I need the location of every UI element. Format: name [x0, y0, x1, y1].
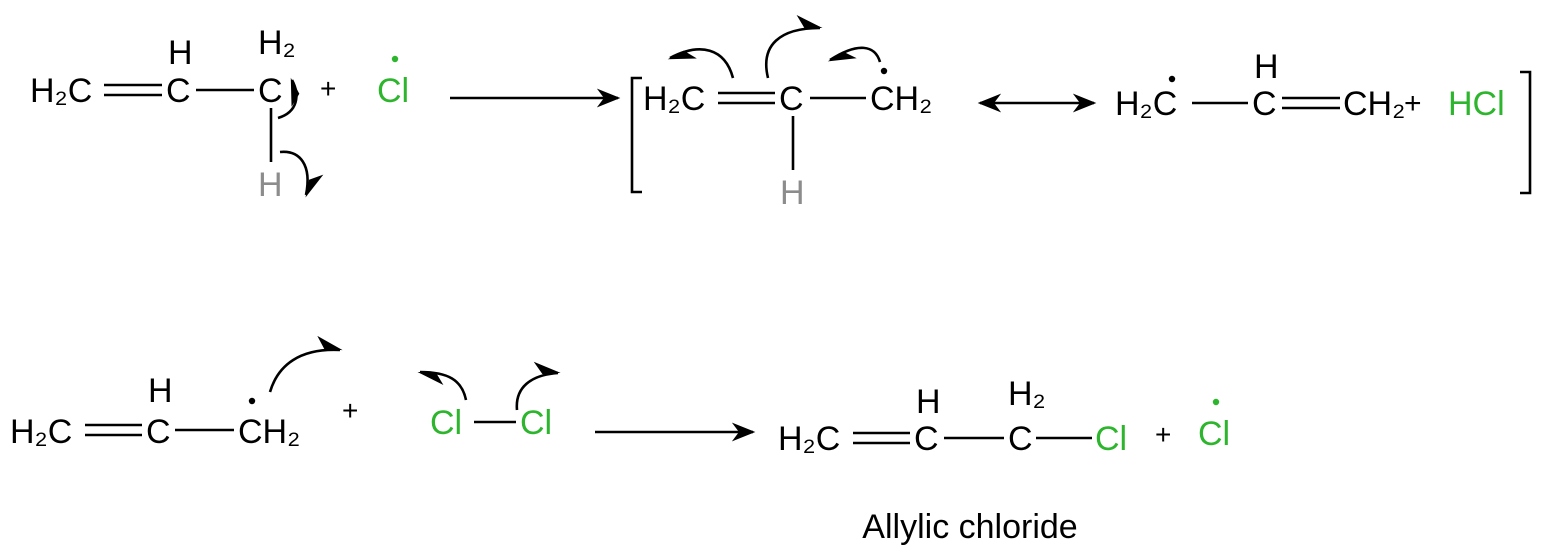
chlorine-molecule: Cl Cl	[417, 361, 561, 442]
allyl-chloride-product: H₂C C H C H₂ Cl + Cl	[778, 375, 1230, 458]
atom-h: H	[168, 34, 193, 72]
chlorine-atom: Cl	[1095, 420, 1127, 458]
resonance-structure: H₂C C H CH₂ + HCl	[1115, 48, 1505, 123]
atom-h2: H₂	[1008, 375, 1046, 413]
radical-dot	[1212, 398, 1220, 406]
chlorine-atom: Cl	[430, 404, 462, 442]
atom-ch2: CH₂	[1343, 85, 1405, 123]
atom-h: H	[148, 372, 173, 410]
atom-c: C	[1008, 420, 1033, 458]
atom-ch: C	[1252, 85, 1277, 123]
product-label: Allylic chloride	[862, 508, 1077, 546]
atom-ch: C	[166, 72, 191, 110]
atom-h2c: H₂C	[643, 80, 705, 118]
fishhook-arrow	[667, 48, 735, 79]
atom-h2c-radical: H₂C	[1115, 85, 1177, 123]
plus-sign: +	[1155, 419, 1171, 450]
fishhook-arrow	[417, 370, 468, 401]
atom-h2c: H₂C	[30, 72, 92, 110]
atom-h: H	[916, 383, 941, 421]
atom-c: C	[258, 72, 283, 110]
reaction1-propene: H₂C C H C H₂ H	[30, 24, 324, 204]
atom-ch2-radical: CH₂	[238, 413, 300, 451]
fishhook-arrow	[515, 361, 561, 411]
fishhook-arrow	[765, 15, 823, 79]
plus-sign: +	[342, 395, 358, 426]
atom-ch: C	[779, 80, 804, 118]
bracket-right	[1520, 70, 1532, 195]
atom-h2c: H₂C	[778, 420, 840, 458]
hcl: HCl	[1448, 85, 1505, 123]
radical-dot	[248, 397, 256, 405]
atom-h2c: H₂C	[10, 413, 72, 451]
fishhook-arrow	[827, 46, 882, 63]
atom-ch: C	[146, 413, 171, 451]
reaction2-allyl-radical: H₂C C H CH₂	[10, 335, 343, 451]
radical-dot	[391, 55, 399, 63]
atom-h-abstracted: H	[258, 166, 283, 204]
chlorine-radical: Cl	[377, 72, 409, 110]
chlorine-radical: Cl	[1198, 415, 1230, 453]
fishhook-arrow	[268, 335, 343, 393]
atom-h2: H₂	[258, 24, 296, 62]
atom-ch: C	[914, 420, 939, 458]
bracket-left	[630, 76, 642, 194]
atom-h: H	[780, 174, 805, 212]
atom-h: H	[1254, 48, 1279, 86]
fishhook-arrow	[277, 77, 300, 120]
plus-sign: +	[320, 73, 336, 104]
chlorine-atom: Cl	[520, 404, 552, 442]
radical-dot	[880, 67, 888, 75]
plus-sign: +	[1404, 87, 1422, 120]
atom-ch2-radical: CH₂	[870, 80, 932, 118]
fishhook-arrow	[279, 150, 324, 198]
allyl-radical-intermediate: H₂C C H CH₂	[643, 15, 932, 212]
radical-dot	[1168, 75, 1176, 83]
